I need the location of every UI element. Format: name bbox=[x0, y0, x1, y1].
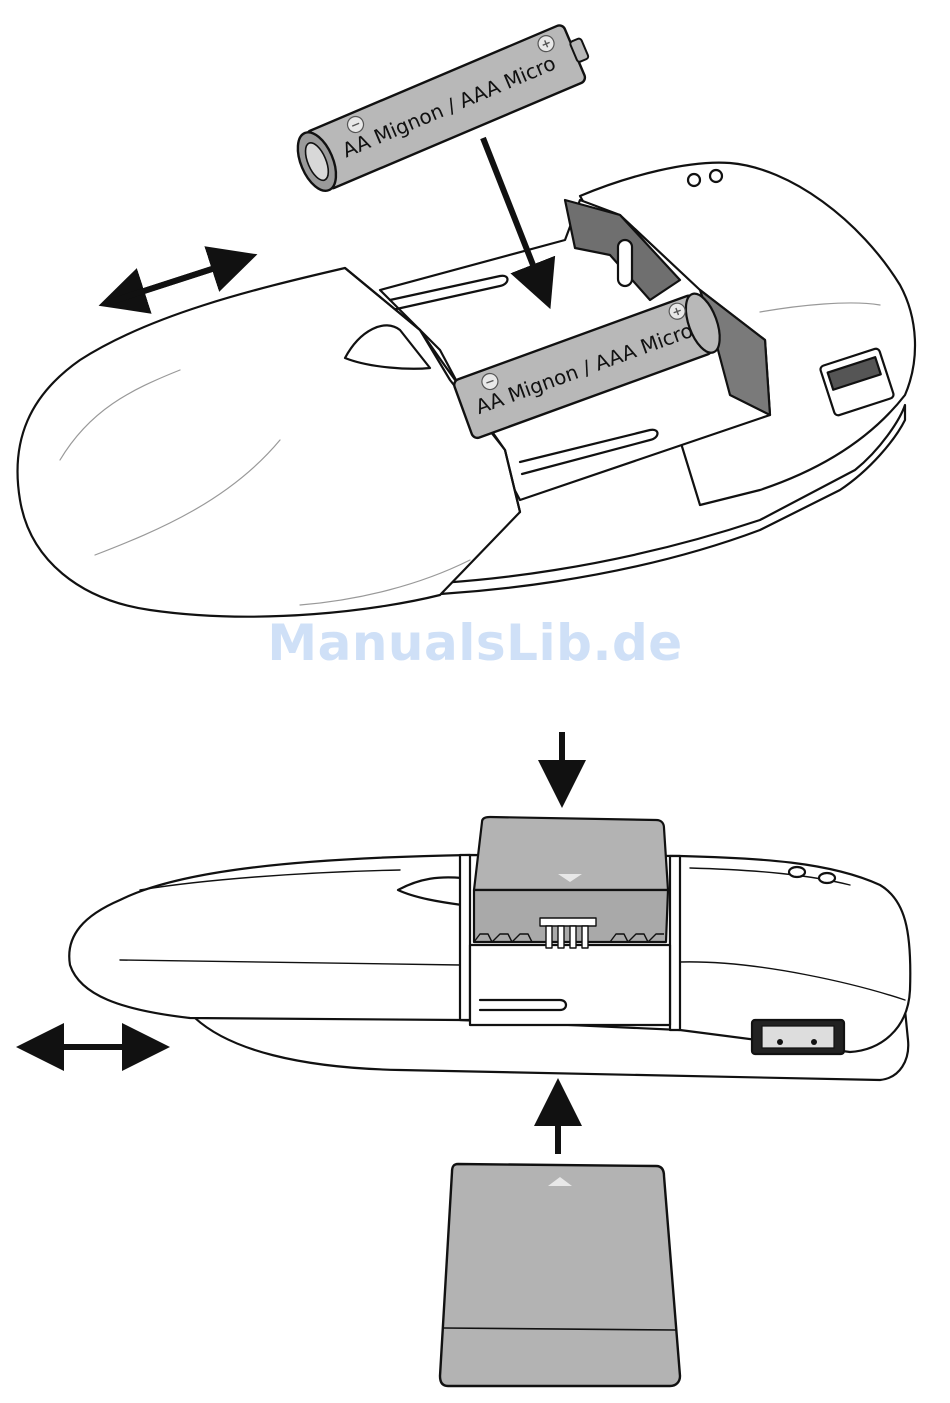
led-1 bbox=[789, 867, 805, 877]
battery-pack-loose bbox=[440, 1164, 680, 1386]
watermark-text: ManualsLib.de bbox=[0, 614, 950, 672]
led-2 bbox=[819, 873, 835, 883]
slide-double-arrow-icon bbox=[110, 258, 246, 302]
battery-pack-inserted bbox=[474, 817, 668, 948]
led-2 bbox=[710, 170, 722, 182]
compartment-floor bbox=[470, 945, 670, 1025]
usb-port bbox=[752, 1020, 844, 1054]
battery-floating: − + AA Mignon / AAA Micro bbox=[290, 19, 597, 196]
led-1 bbox=[688, 174, 700, 186]
contact-slot bbox=[618, 240, 632, 286]
